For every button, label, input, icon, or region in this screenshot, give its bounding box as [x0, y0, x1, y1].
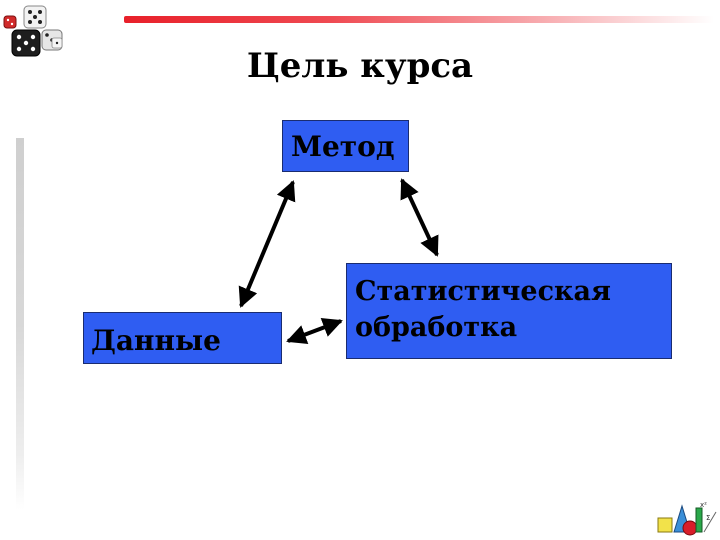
arrow-data-stat	[286, 317, 343, 345]
arrow-method-data	[238, 180, 296, 308]
slide-title: Цель курса	[246, 46, 474, 86]
svg-text:x²: x²	[700, 501, 707, 509]
dice-icon	[3, 5, 63, 57]
node-data: Данные	[83, 312, 282, 364]
left-accent-bar	[16, 138, 24, 510]
geometric-shapes-icon: x² Σ	[657, 501, 717, 536]
node-data-label: Данные	[91, 324, 221, 357]
node-statistical-processing: Статистическая обработка	[346, 263, 672, 359]
node-method: Метод	[282, 120, 409, 172]
node-method-label: Метод	[291, 130, 395, 163]
arrow-method-stat	[400, 178, 439, 257]
top-accent-bar	[124, 16, 714, 23]
node-stat-label-line1: Статистическая	[355, 276, 611, 307]
svg-text:Σ: Σ	[706, 514, 710, 522]
node-stat-label-line2: обработка	[355, 312, 518, 343]
